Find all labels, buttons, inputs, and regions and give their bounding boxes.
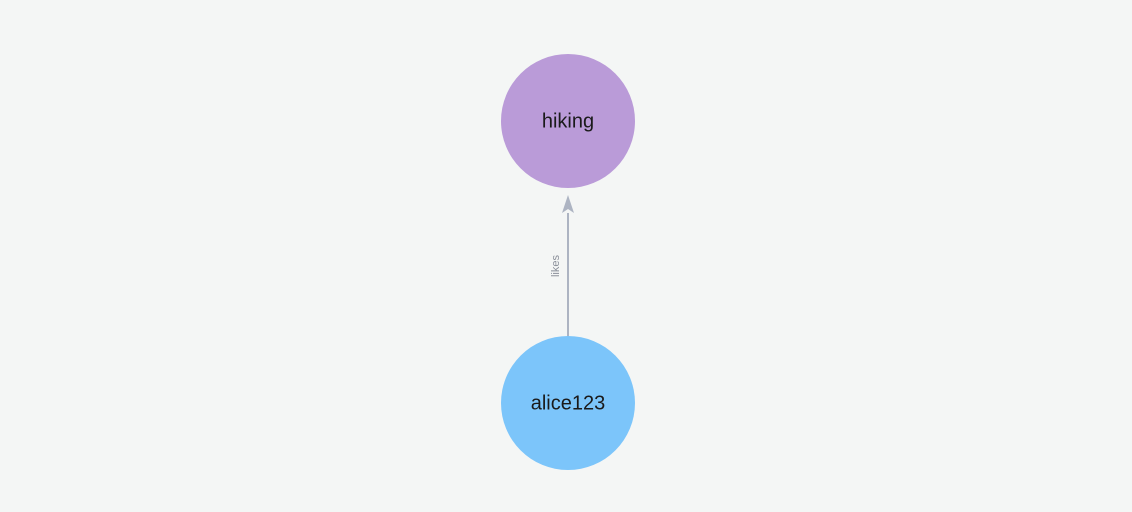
- node-label-alice123: alice123: [531, 392, 606, 414]
- node-label-hiking: hiking: [542, 110, 594, 132]
- node-group-alice123[interactable]: alice123: [501, 336, 635, 470]
- edge-label-likes: likes: [550, 255, 562, 278]
- edge-group-alice123-hiking[interactable]: likes: [550, 195, 574, 337]
- node-group-hiking[interactable]: hiking: [501, 54, 635, 188]
- node-circle-hiking[interactable]: [501, 54, 635, 188]
- node-circle-alice123[interactable]: [501, 336, 635, 470]
- edge-arrowhead-likes: [562, 195, 574, 213]
